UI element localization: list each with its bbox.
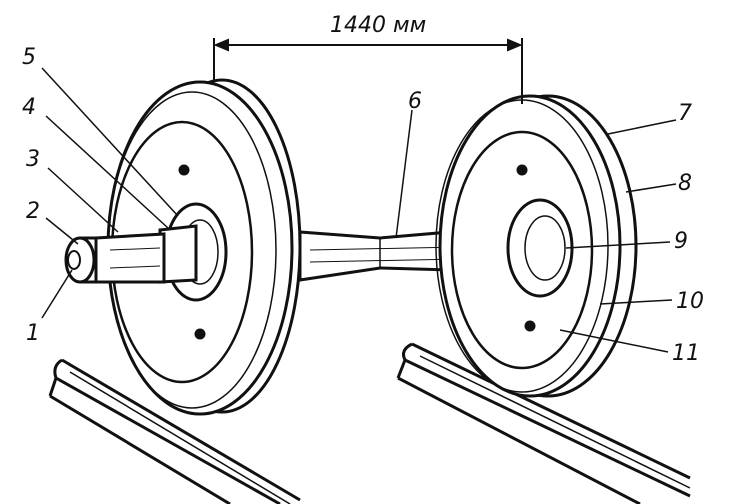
callout-1: 1 [26,321,40,346]
leader-9 [565,241,671,249]
left-rail [48,358,301,504]
left-wheel-hole-top [178,164,190,176]
callout-10: 10 [676,289,704,314]
right-wheel-disc [450,130,594,370]
leader-lines [41,67,677,353]
callout-7: 7 [678,101,692,126]
left-wheel-hole-bottom [194,328,206,340]
callout-9: 9 [674,229,688,254]
left-wheel [106,78,302,416]
leader-7 [607,119,677,135]
leader-11 [559,329,669,353]
dimension-label: 1440 мм [330,13,426,38]
leader-6 [395,109,413,239]
right-rail [396,342,691,504]
callout-2: 2 [26,199,40,224]
right-wheel-hole-top [516,164,528,176]
callout-4: 4 [22,95,36,120]
callout-8: 8 [678,171,692,196]
leader-10 [599,299,673,305]
callout-11: 11 [672,341,700,366]
right-wheel-hub [506,198,574,298]
leader-2 [45,217,79,245]
callout-6: 6 [408,89,422,114]
right-wheel-hole-bottom [524,320,536,332]
axle-journal [64,224,198,284]
callout-3: 3 [26,147,40,172]
dimension-line [213,38,523,104]
leader-3 [47,167,119,233]
leader-1 [41,269,73,319]
leader-4 [45,115,169,229]
leader-5 [41,67,179,217]
callout-5: 5 [22,45,36,70]
leader-8 [625,183,677,193]
